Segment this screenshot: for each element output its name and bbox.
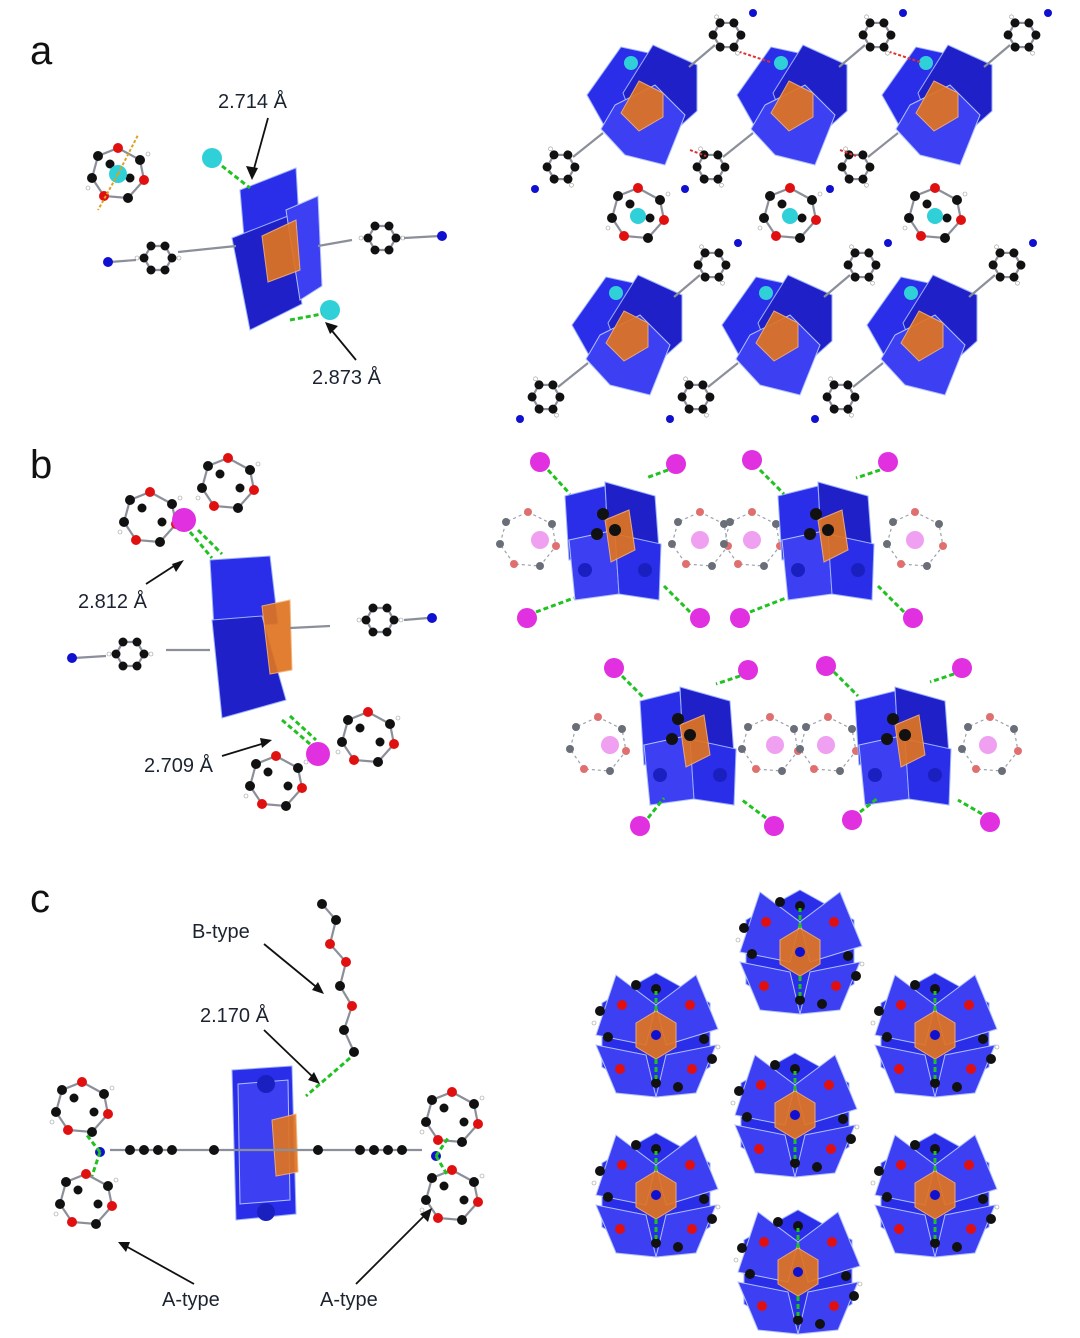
panel-a: a 2.714 Å 2.873 Å bbox=[30, 7, 1052, 425]
panel-b: b 2.812 Å 2.709 Å bbox=[30, 443, 1023, 836]
annotation-a-type-right: A-type bbox=[320, 1289, 378, 1311]
nitrogen-atom bbox=[437, 231, 447, 241]
annotation-2873: 2.873 Å bbox=[312, 366, 382, 389]
cation-cyan-atom bbox=[320, 300, 340, 320]
cation-magenta-atom bbox=[172, 508, 196, 532]
arrow-2170 bbox=[263, 1029, 317, 1081]
panel-a-label: a bbox=[30, 29, 53, 73]
arrow-2709 bbox=[221, 741, 269, 757]
panel-c-packing bbox=[590, 888, 1001, 1336]
annotation-2812: 2.812 Å bbox=[78, 590, 148, 613]
arrow-a-type-left bbox=[121, 1243, 195, 1285]
panel-c-molecule bbox=[48, 899, 486, 1231]
annotation-2170: 2.170 Å bbox=[200, 1004, 270, 1027]
panel-c: c bbox=[30, 877, 1001, 1336]
panel-a-packing bbox=[516, 7, 1052, 425]
nitrogen-atom bbox=[427, 613, 437, 623]
panel-a-molecule bbox=[84, 134, 447, 331]
annotation-2714: 2.714 Å bbox=[218, 90, 288, 113]
arrow-2873 bbox=[327, 325, 357, 361]
cation-magenta-atom bbox=[306, 742, 330, 766]
panel-c-label: c bbox=[30, 877, 50, 921]
arrow-a-type-right bbox=[355, 1211, 429, 1285]
nitrogen-atom bbox=[103, 257, 113, 267]
annotation-2709: 2.709 Å bbox=[144, 754, 214, 777]
annotation-b-type: B-type bbox=[192, 921, 250, 943]
arrow-b-type bbox=[263, 943, 321, 991]
panel-b-packing bbox=[495, 450, 1023, 836]
cation-cyan-atom bbox=[202, 148, 222, 168]
panel-b-label: b bbox=[30, 443, 52, 487]
panel-b-molecule bbox=[67, 451, 437, 813]
annotation-a-type-left: A-type bbox=[162, 1289, 220, 1311]
nitrogen-atom bbox=[67, 653, 77, 663]
arrow-2714 bbox=[251, 117, 269, 177]
